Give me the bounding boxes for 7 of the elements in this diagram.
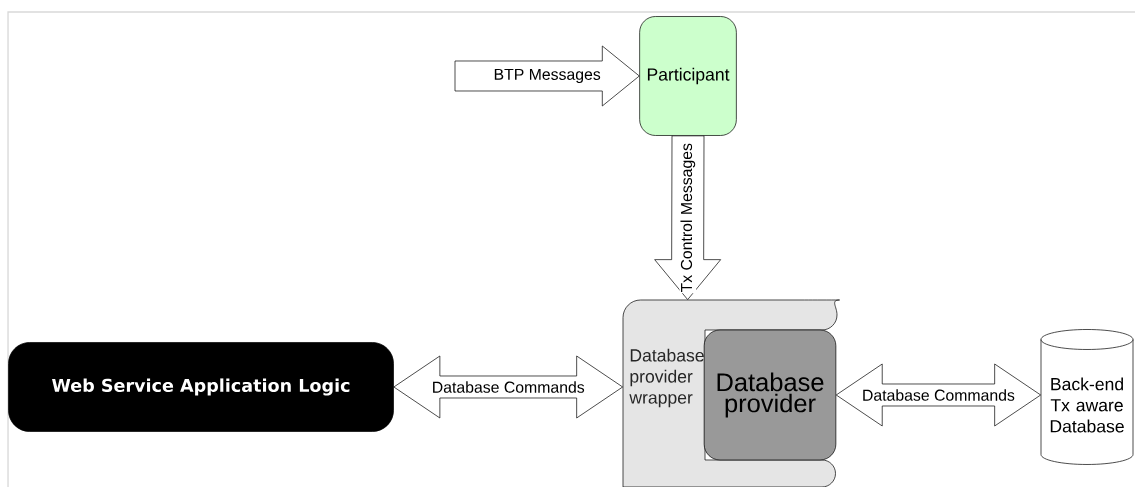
process-box: Web Service Application Logic: [8, 342, 394, 432]
edge-label: BTP Messages: [492, 68, 602, 84]
edge-label: Database Commands: [861, 388, 1016, 402]
edge-label: Database Commands: [430, 380, 586, 394]
process-box: Database provider: [703, 329, 837, 461]
process-box: Participant: [639, 16, 737, 136]
database-cylinder: Back-end Tx aware Database: [1040, 329, 1134, 465]
